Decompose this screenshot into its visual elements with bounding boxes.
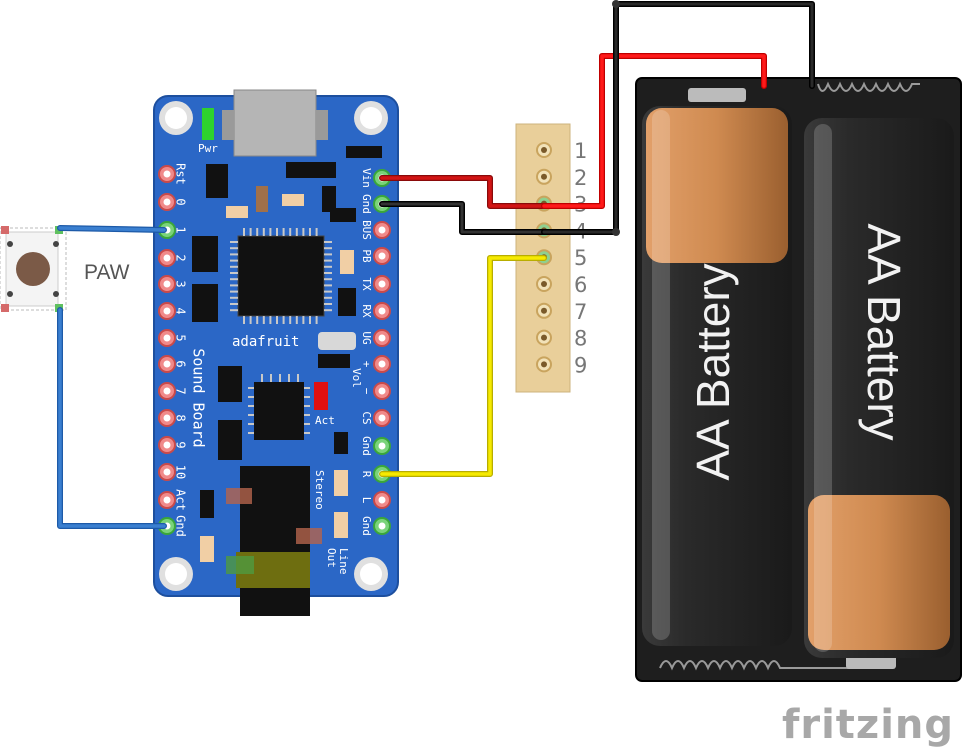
fritzing-watermark: fritzing	[782, 702, 954, 748]
push-button[interactable]	[0, 226, 67, 312]
right-pin-label: BUS	[360, 220, 373, 240]
header-pin-label: 9	[574, 353, 587, 377]
line-out-label-2: Out	[325, 548, 338, 568]
right-pin-label: Gnd	[360, 194, 373, 214]
battery-2: AA Battery	[804, 118, 954, 658]
left-pin-label: 5	[174, 334, 188, 341]
stereo-label: Stereo	[313, 470, 326, 510]
left-pin-label: 8	[174, 414, 188, 421]
sound-board: Pwr adafruit Act	[153, 89, 399, 616]
left-pin-label: Rst	[174, 163, 188, 185]
wires	[57, 0, 815, 529]
header-pin-label: 2	[574, 166, 587, 190]
usb-connector	[233, 89, 317, 157]
header-pin-label: 1	[574, 139, 587, 163]
right-pin-label: UG	[360, 331, 373, 344]
right-pin-label: Vin	[360, 168, 373, 188]
act-label: Act	[315, 414, 335, 427]
left-pin-label: Gnd	[174, 515, 188, 537]
right-pin-label: L	[360, 497, 373, 504]
left-pin-label: 9	[174, 441, 188, 448]
left-pin-label: Act	[174, 489, 188, 511]
right-pin-label: RX	[360, 304, 373, 318]
button-label: PAW	[84, 261, 130, 284]
mounting-holes	[159, 101, 388, 591]
main-chip	[237, 235, 325, 317]
pwr-label: Pwr	[198, 142, 218, 155]
battery-1: AA Battery	[642, 106, 792, 646]
left-pin-label: 10	[174, 465, 188, 479]
act-led	[314, 382, 328, 410]
battery-2-label: AA Battery	[858, 223, 910, 440]
left-pin-label: 1	[174, 226, 188, 233]
battery-1-label: AA Battery	[687, 263, 739, 480]
spring-bottom	[659, 660, 860, 671]
right-pin-label: TX	[360, 277, 373, 291]
left-pin-label: 2	[174, 254, 188, 261]
header-pin-label: 5	[574, 246, 587, 270]
right-pin-label: PB	[360, 249, 373, 263]
left-pin-label: 0	[174, 198, 188, 205]
right-pin-label: Gnd	[360, 516, 373, 536]
spring-top	[817, 81, 920, 92]
right-pin-label: R	[360, 471, 373, 478]
wire-blue-lower	[57, 307, 167, 529]
left-pin-label: 7	[174, 387, 188, 394]
battery-contact-top	[688, 88, 746, 102]
left-pin-label: 3	[174, 280, 188, 287]
left-pin-label: 4	[174, 307, 188, 314]
battery-contact-bottom	[846, 655, 896, 669]
header-pin-label: 6	[574, 273, 587, 297]
header-pin-label: 8	[574, 327, 587, 351]
right-pin-label: CS	[360, 411, 373, 424]
line-out-label-1: Line	[337, 548, 350, 575]
right-pin-label: +	[360, 361, 373, 368]
right-pin-label: Vol	[350, 368, 363, 388]
board-name: Sound Board	[190, 348, 208, 447]
brand-label: adafruit	[232, 334, 299, 350]
amp-chip	[254, 382, 304, 440]
power-led	[202, 108, 214, 140]
left-pin-label: 6	[174, 360, 188, 367]
right-pin-label: Gnd	[360, 436, 373, 456]
right-pin-label: −	[360, 388, 373, 395]
header-pin-label: 7	[574, 300, 587, 324]
